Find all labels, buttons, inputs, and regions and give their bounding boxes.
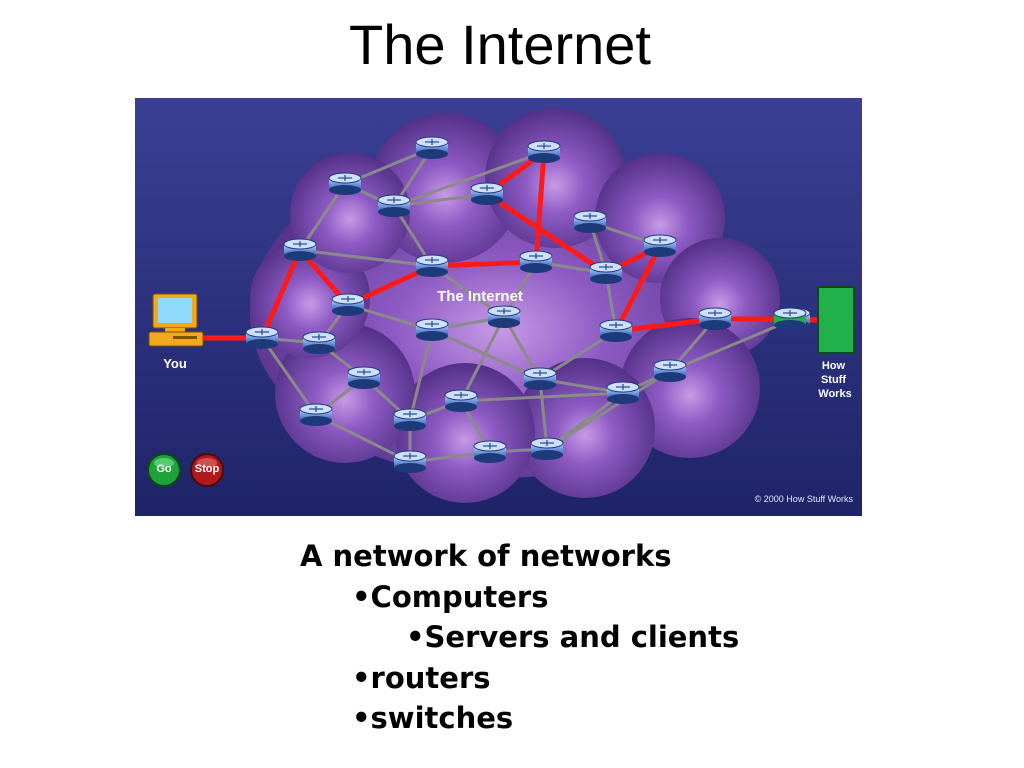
stop-label: Stop — [195, 463, 220, 475]
bullet-item-routers: •routers — [352, 660, 491, 695]
router-icon — [393, 450, 427, 473]
bullet-item-network: A network of networks — [300, 539, 672, 573]
router-icon — [606, 381, 640, 404]
go-label: Go — [156, 463, 172, 475]
network-link — [430, 328, 542, 381]
router-icon — [530, 437, 564, 460]
router-nodes — [245, 136, 811, 473]
router-icon — [470, 182, 504, 205]
internet-cloud — [250, 108, 780, 503]
router-icon — [653, 359, 687, 382]
router-icon — [523, 367, 557, 390]
router-icon — [773, 307, 807, 330]
bullet-item-switches: •switches — [352, 701, 514, 735]
router-icon — [245, 326, 279, 349]
bullet-item-servers-clients: •Servers and clients — [406, 620, 740, 654]
router-icon — [527, 140, 561, 163]
network-link — [392, 150, 546, 208]
router-icon — [487, 305, 521, 328]
network-link — [545, 369, 672, 451]
stop-button[interactable]: Stop — [190, 453, 224, 487]
server-label-line-2: Stuff — [821, 374, 846, 386]
router-icon — [473, 440, 507, 463]
router-icon — [331, 293, 365, 316]
router-icon — [589, 261, 623, 284]
cloud-label: The Internet — [437, 288, 523, 305]
route-path-segment — [484, 191, 609, 276]
router-icon — [415, 254, 449, 277]
bullet-item-computers: •Computers — [352, 579, 549, 614]
router-icon — [283, 238, 317, 261]
router-icon — [519, 250, 553, 273]
internet-diagram-svg: The Internet You How Stuff Works Go — [135, 98, 862, 516]
router-icon — [415, 318, 449, 341]
bullet-list: A network of networks •Computers •Server… — [300, 536, 739, 739]
server-label-line-1: How — [822, 360, 846, 372]
route-path-segment — [259, 247, 303, 341]
server-label: How Stuff Works — [818, 360, 851, 400]
router-icon — [599, 319, 633, 342]
router-icon — [444, 389, 478, 412]
go-button[interactable]: Go — [147, 453, 181, 487]
network-link — [668, 317, 796, 373]
router-icon — [377, 194, 411, 217]
router-icon — [328, 172, 362, 195]
route-path-segment — [429, 259, 539, 269]
route-path-segment — [613, 243, 663, 334]
slide-title: The Internet — [349, 13, 651, 76]
network-link — [298, 248, 434, 268]
server-label-line-3: Works — [818, 388, 851, 400]
server-icon — [817, 286, 855, 354]
router-icon — [393, 408, 427, 431]
network-link — [408, 328, 434, 422]
computer-icon — [148, 293, 204, 347]
router-icon — [643, 234, 677, 257]
router-icon — [573, 210, 607, 233]
router-icon — [347, 366, 381, 389]
network-link — [298, 182, 347, 252]
you-label: You — [163, 356, 187, 371]
network-link — [459, 315, 506, 403]
network-link — [538, 377, 549, 451]
router-icon — [302, 331, 336, 354]
router-icon — [299, 403, 333, 426]
route-path-segment — [613, 316, 718, 334]
network-link — [260, 336, 318, 417]
route-path-segment — [533, 149, 547, 265]
copyright-text: © 2000 How Stuff Works — [755, 494, 854, 504]
router-icon — [698, 307, 732, 330]
router-icon — [415, 136, 449, 159]
internet-diagram: The Internet You How Stuff Works Go — [135, 98, 862, 516]
